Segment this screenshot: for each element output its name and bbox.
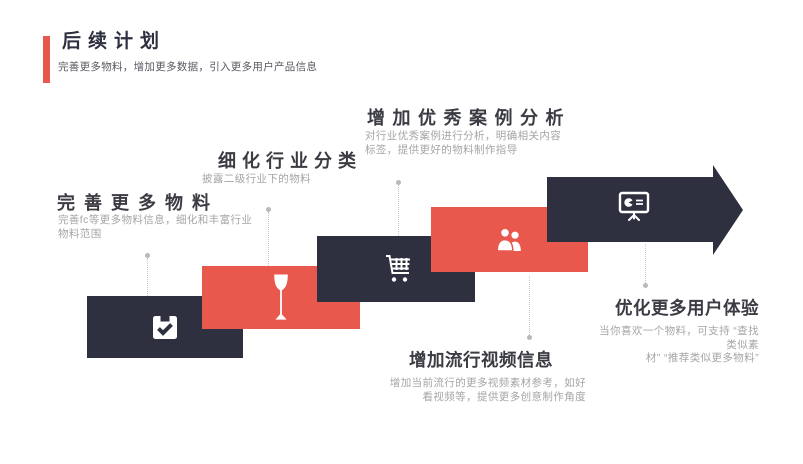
wine-glass-icon: [272, 274, 290, 321]
step1-desc: 完善fc等更多物料信息，细化和丰富行业 物料范围: [58, 214, 253, 240]
connector-line: [645, 244, 646, 283]
title-accent-bar: [43, 36, 50, 83]
connector-line: [398, 185, 399, 236]
step5-title: 优化更多用户体验: [615, 298, 759, 318]
page-title: 后续计划: [62, 31, 167, 52]
step4-title: 增加流行视频信息: [409, 350, 553, 370]
step2-desc: 披露二级行业下的物料: [202, 173, 311, 185]
connector-step5: [643, 244, 648, 288]
shopping-cart-icon: [379, 254, 413, 284]
presentation-board-icon: [618, 191, 650, 223]
connector-line: [268, 212, 269, 266]
connector-dot: [145, 253, 150, 258]
step1-title: 完善更多物料: [57, 193, 219, 213]
connector-line: [529, 276, 530, 335]
step4-label-group: 增加流行视频信息 增加当前流行的更多视频素材参考，如好 看视频等，提供更多创意制…: [376, 347, 586, 404]
connector-line: [147, 258, 148, 296]
step3-title: 增加优秀案例分析: [367, 108, 571, 128]
connector-step4: [527, 276, 532, 340]
step4-desc: 增加当前流行的更多视频素材参考，如好 看视频等，提供更多创意制作角度: [389, 377, 586, 403]
step2-title: 细化行业分类: [218, 151, 362, 171]
page-subtitle: 完善更多物料，增加更多数据，引入更多用户产品信息: [58, 61, 318, 73]
users-icon: [496, 227, 523, 252]
connector-dot: [527, 335, 532, 340]
step3-desc: 对行业优秀案例进行分析，明确相关内容 标签，提供更好的物料制作指导: [365, 130, 562, 156]
connector-dot: [396, 180, 401, 185]
connector-step3: [396, 180, 401, 236]
step5-desc: 当你喜欢一个物料，可支持 “查找类似素 材” “推荐类似更多物料”: [599, 325, 759, 364]
connector-dot: [266, 207, 271, 212]
connector-step1: [145, 253, 150, 296]
connector-dot: [643, 283, 648, 288]
arrow-shape: [547, 163, 745, 258]
step5-label-group: 优化更多用户体验 当你喜欢一个物料，可支持 “查找类似素 材” “推荐类似更多物…: [589, 295, 759, 366]
step-arrow-5: [547, 163, 745, 258]
connector-step2: [266, 207, 271, 266]
ballot-check-icon: [152, 314, 178, 340]
